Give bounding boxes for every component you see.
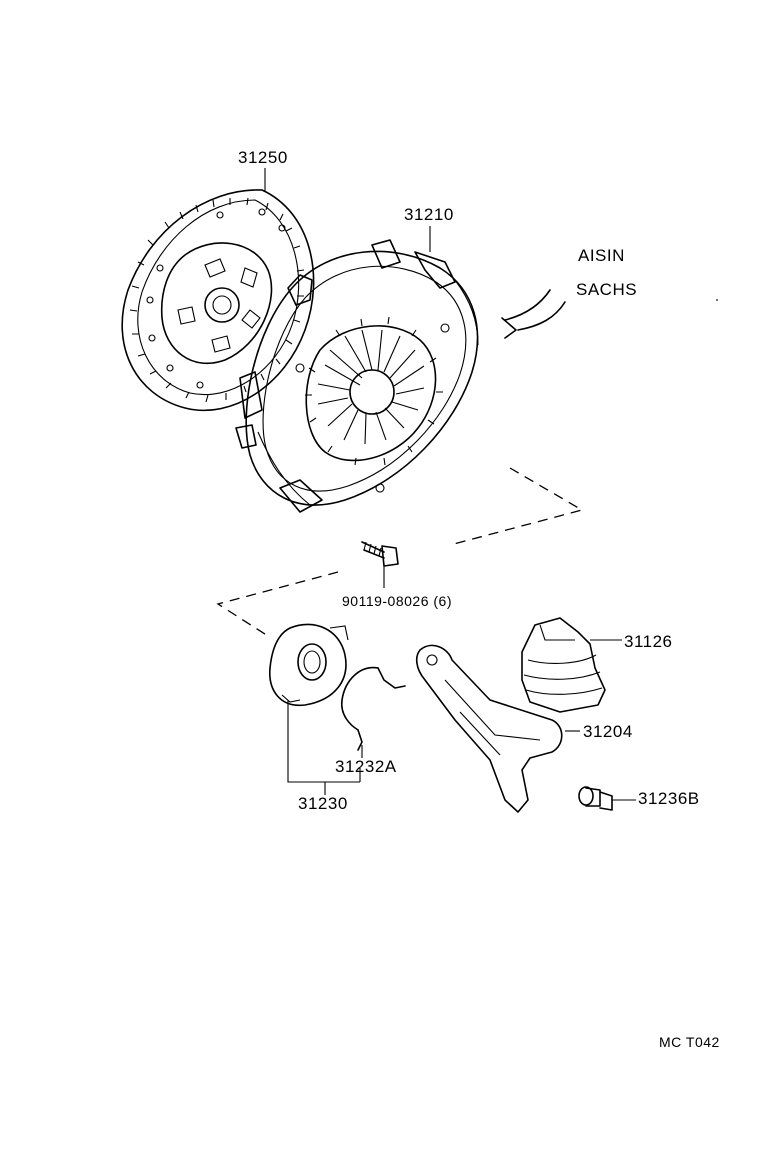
label-brand-sachs: SACHS (576, 280, 638, 299)
label-clutch-disc: 31250 (238, 148, 288, 167)
label-bearing-assy: 31230 (298, 794, 348, 813)
figure-code: MC T042 (659, 1034, 720, 1050)
label-brand-aisin: AISIN (578, 246, 625, 265)
label-release-fork: 31204 (583, 722, 633, 741)
clip-part (340, 666, 406, 758)
dashed-guides (216, 467, 584, 637)
label-bolt: 90119-08026 (6) (342, 593, 452, 609)
brand-arrow (504, 289, 551, 321)
label-boot: 31126 (624, 632, 673, 651)
label-clutch-cover: 31210 (404, 205, 454, 224)
label-support: 31236B (638, 789, 700, 808)
bolt-part (361, 541, 399, 588)
boot-part (521, 617, 622, 713)
clutch-cover (235, 239, 479, 513)
support-part (578, 786, 636, 811)
clutch-disc (121, 189, 315, 412)
release-bearing (269, 623, 361, 795)
label-clip: 31232A (335, 757, 397, 776)
release-fork (415, 644, 580, 813)
